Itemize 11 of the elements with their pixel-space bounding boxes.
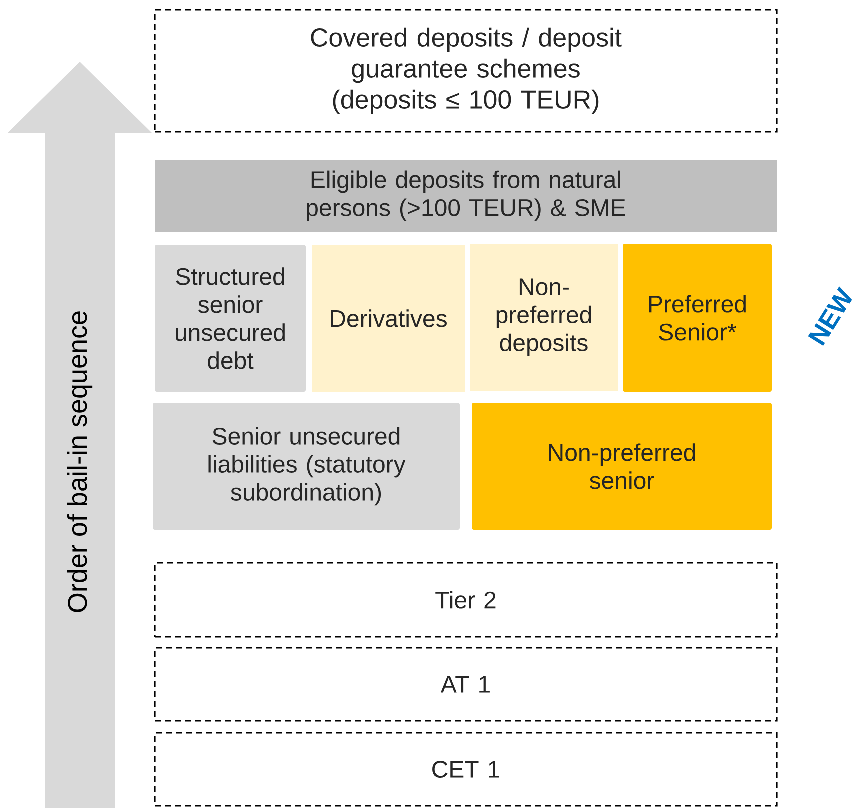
tier-box: Structured senior unsecured debt bbox=[155, 245, 306, 392]
tier-box: Non-preferred senior bbox=[472, 403, 772, 530]
tier-box: Preferred Senior* bbox=[623, 244, 772, 392]
dashed-box: Tier 2 bbox=[154, 562, 778, 638]
tier-box: Senior unsecured liabilities (statutory subordination) bbox=[153, 403, 460, 530]
tier-box: Derivatives bbox=[312, 245, 465, 392]
tier-box: Non-preferred deposits bbox=[470, 244, 618, 391]
dashed-box: AT 1 bbox=[154, 647, 778, 722]
dashed-box: Covered deposits / deposit guarantee schemes (deposits ≤ 100 TEUR) bbox=[154, 9, 778, 133]
tier-box: Eligible deposits from natural persons (>100 TEUR) & SME bbox=[155, 160, 777, 232]
dashed-box: CET 1 bbox=[154, 732, 778, 807]
